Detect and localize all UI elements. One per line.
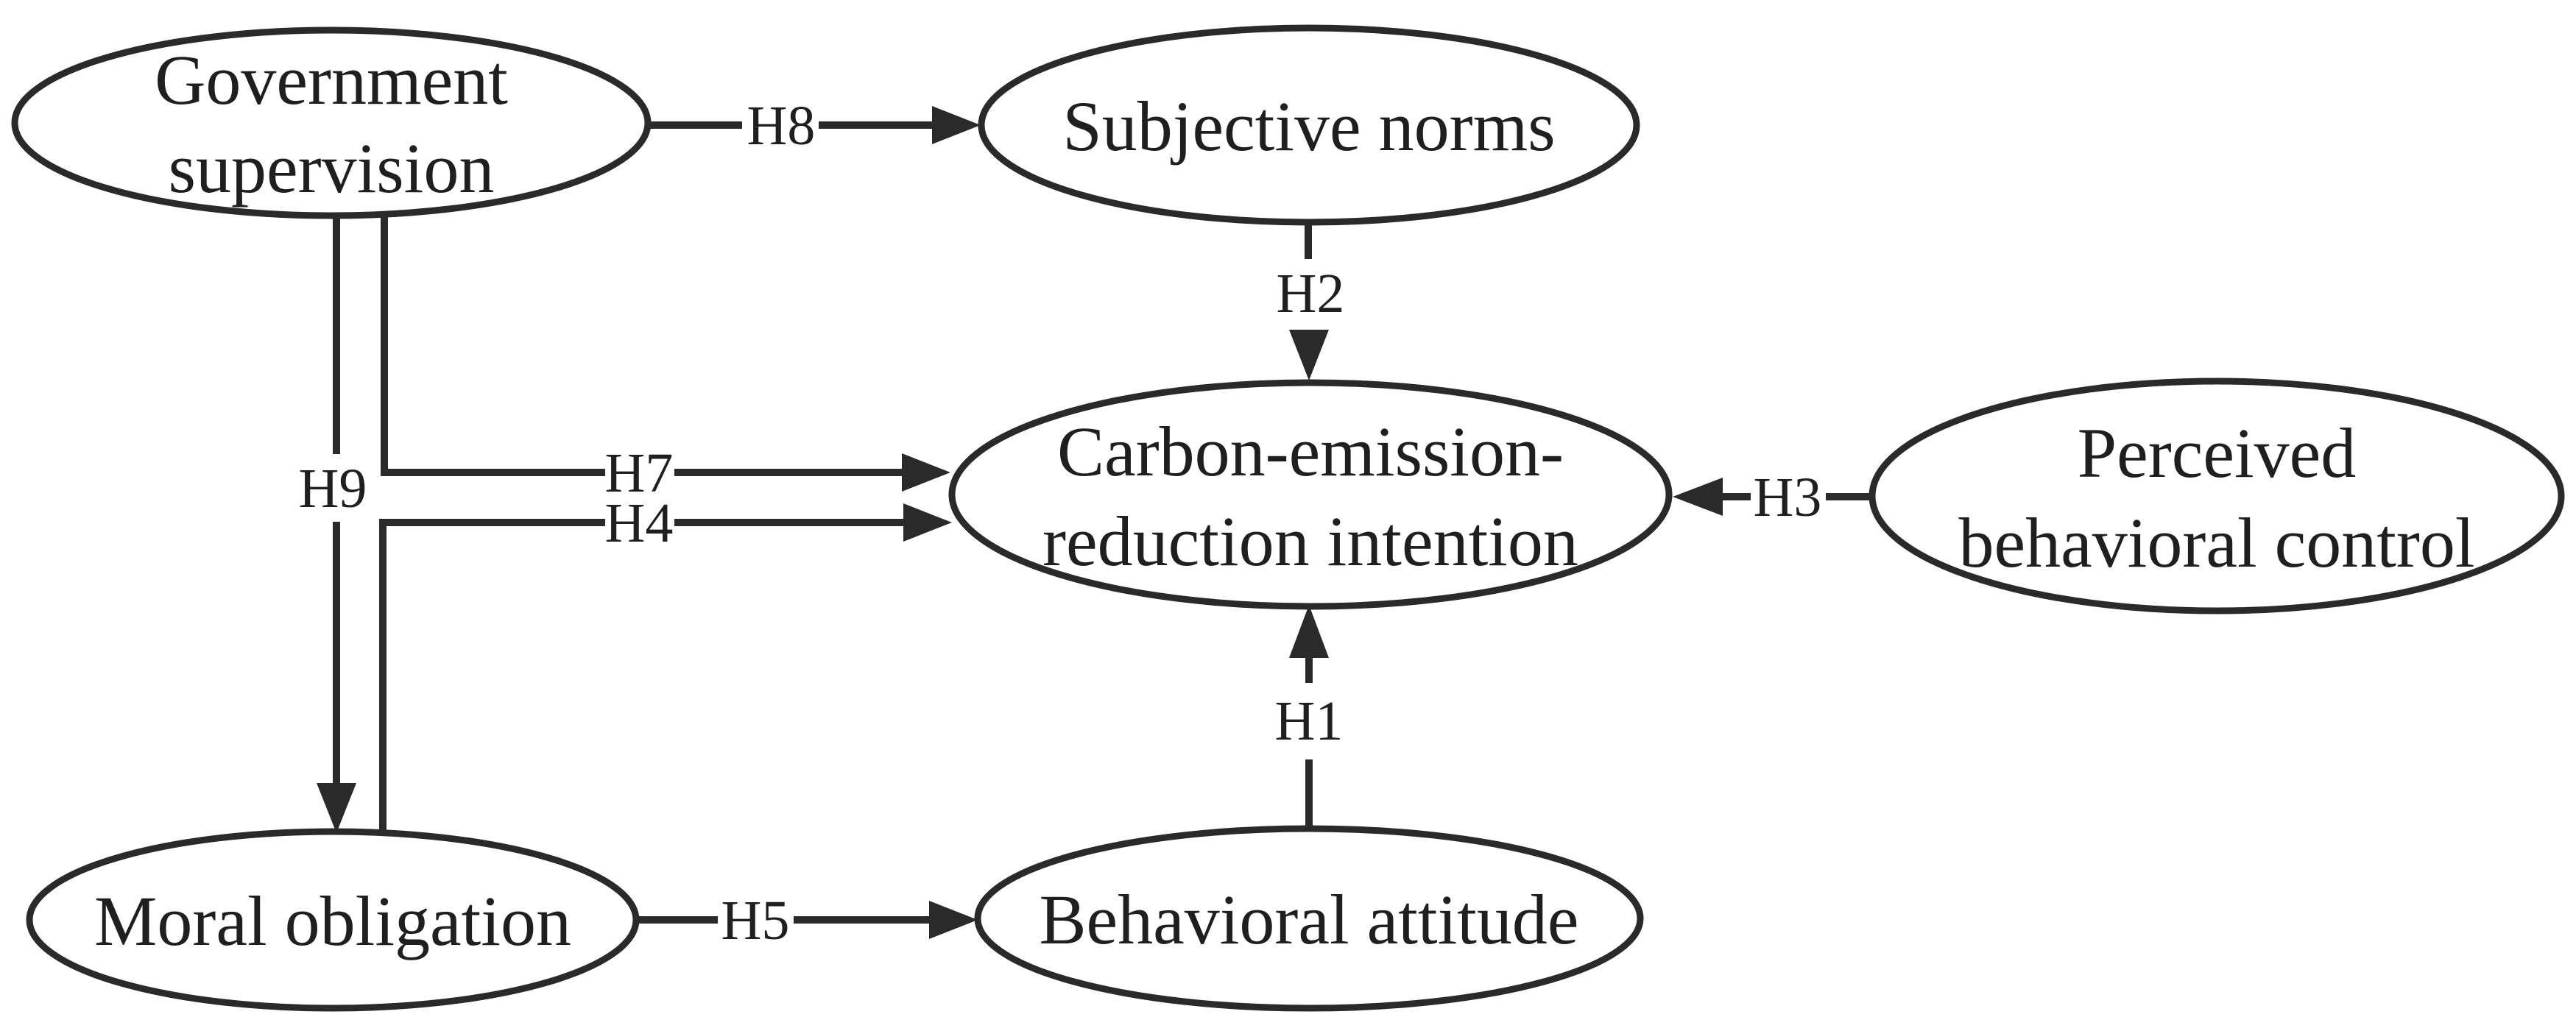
node-government-supervision: Government supervision — [11, 26, 652, 219]
node-carbon-intention-label-line2: reduction intention — [1042, 502, 1578, 581]
edge-h7-label: H7 — [605, 442, 674, 504]
node-government-supervision-label-line1: Government — [155, 40, 508, 119]
node-subjective-norms-label: Subjective norms — [1062, 87, 1555, 166]
node-perceived-control-label-line1: Perceived — [2078, 414, 2356, 492]
edge-h9-label: H9 — [299, 458, 367, 520]
edge-h7-elbow-line — [381, 216, 605, 476]
edge-h5-arrowhead — [929, 901, 978, 939]
edge-h3: H3 — [1673, 467, 1874, 528]
edge-h4-arrowhead — [903, 503, 952, 542]
node-carbon-emission-reduction-intention-ellipse — [948, 379, 1673, 610]
node-government-supervision-ellipse — [11, 26, 652, 219]
node-carbon-emission-reduction-intention: Carbon-emission- reduction intention — [948, 379, 1673, 610]
node-perceived-behavioral-control: Perceived behavioral control — [1869, 378, 2565, 614]
edge-h5-label: H5 — [721, 890, 790, 952]
edge-h1-label: H1 — [1275, 690, 1344, 752]
edge-h3-label: H3 — [1754, 467, 1822, 528]
edge-h4: H4 — [379, 492, 952, 834]
node-perceived-control-label-line2: behavioral control — [1958, 503, 2474, 582]
edge-h9: H9 — [299, 218, 367, 833]
edge-h8: H8 — [649, 95, 981, 157]
node-perceived-behavioral-control-ellipse — [1869, 378, 2565, 614]
edge-h1: H1 — [1275, 605, 1344, 830]
node-moral-obligation-ellipse — [26, 828, 640, 1012]
node-subjective-norms: Subjective norms — [978, 24, 1640, 226]
edge-h7: H7 — [381, 216, 950, 504]
node-behavioral-attitude-ellipse — [974, 825, 1644, 1012]
edge-h2-label: H2 — [1277, 263, 1345, 325]
node-subjective-norms-ellipse — [978, 24, 1640, 226]
edge-h5: H5 — [638, 890, 978, 952]
node-carbon-intention-label-line1: Carbon-emission- — [1057, 412, 1564, 491]
node-behavioral-attitude-label: Behavioral attitude — [1039, 880, 1578, 959]
node-moral-obligation-label: Moral obligation — [94, 882, 571, 960]
edge-h7-arrowhead — [902, 453, 950, 492]
node-moral-obligation: Moral obligation — [26, 828, 640, 1012]
edge-h4-label: H4 — [605, 492, 674, 554]
edge-h4-elbow-line — [379, 519, 605, 834]
edge-h8-arrowhead — [932, 106, 981, 144]
edge-h8-label: H8 — [747, 95, 816, 157]
edge-h1-arrowhead — [1289, 605, 1329, 658]
edge-h2: H2 — [1277, 222, 1345, 380]
edge-h9-arrowhead — [317, 783, 356, 833]
node-behavioral-attitude: Behavioral attitude — [974, 825, 1644, 1012]
node-government-supervision-label-line2: supervision — [169, 129, 495, 208]
edge-h2-arrowhead — [1289, 330, 1329, 380]
edge-h3-arrowhead — [1673, 478, 1723, 516]
